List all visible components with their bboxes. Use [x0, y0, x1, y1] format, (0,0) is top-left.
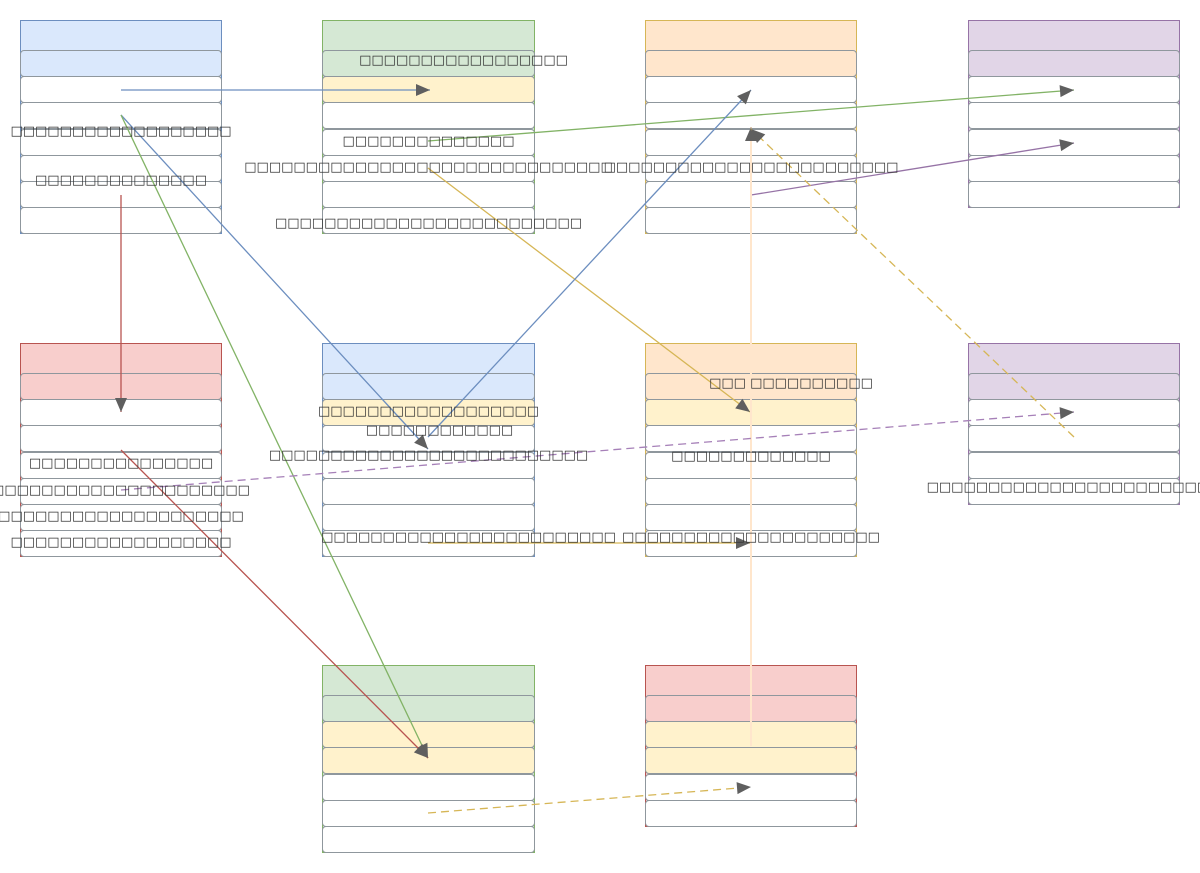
- table-row[interactable]: [968, 373, 1180, 400]
- table-row[interactable]: □□□□□□□□□□□□□□: [322, 128, 535, 156]
- table-row[interactable]: [968, 181, 1180, 208]
- edge-line[interactable]: [120, 449, 429, 759]
- row-label: □□□□□□□□□□□□□: [671, 448, 831, 464]
- table-row[interactable]: □□□□□□□□□□□□□□□□□□: [318, 399, 539, 427]
- table-row[interactable]: □□□□□□□□□□□□: [322, 423, 535, 453]
- table-row[interactable]: [322, 721, 535, 749]
- table-header[interactable]: [323, 666, 534, 696]
- table-t6[interactable]: □□□□□□□□□□□□□□□□□□□□□□□□□□□□□□□□□□□□□□□□…: [269, 343, 616, 558]
- row-label: □□□□□□□□□□□□□□□: [28, 455, 214, 471]
- table-header[interactable]: [969, 344, 1179, 374]
- edge-line[interactable]: [427, 786, 752, 814]
- table-row[interactable]: [322, 695, 535, 722]
- row-label: □□□□□□□□□□□□□□□□□□: [10, 124, 232, 140]
- row-label: □□□□□□□□□□□□□□□□□□□□□□□□: [321, 530, 616, 546]
- table-row[interactable]: □□□□□□□□□□□□□□□□□□□□□□□□□□: [269, 448, 588, 479]
- table-row[interactable]: □□□□□□□□□□□□□□: [20, 154, 222, 188]
- table-row[interactable]: [322, 747, 535, 775]
- table-row[interactable]: [322, 826, 535, 853]
- edge-line[interactable]: [120, 411, 1075, 491]
- table-row[interactable]: □□□□□□□□□□□□□□□□□□: [10, 530, 232, 558]
- table-row[interactable]: [322, 504, 535, 531]
- table-t5[interactable]: □□□□□□□□□□□□□□□□□□□□□□□□□□□□□□□□□□□□□□□□…: [0, 343, 250, 558]
- table-row[interactable]: □□□□□□□□□□□□□□□□□□□□□□□□□: [275, 207, 582, 235]
- table-row[interactable]: [645, 76, 857, 104]
- row-label: □□□□□□□□□□□□□□□□□□□□□: [0, 482, 250, 498]
- table-row[interactable]: [968, 425, 1180, 453]
- row-label: □□□□□□□□□□□□□□□□□□□□□□□□□□□□□□: [244, 159, 613, 175]
- edge-line[interactable]: [750, 128, 1075, 438]
- edge-line[interactable]: [427, 89, 1075, 142]
- table-t8[interactable]: □□□□□□□□□□□□□□□□□□□□□□□□: [927, 343, 1200, 505]
- table-row[interactable]: [322, 373, 535, 400]
- table-row[interactable]: [20, 50, 222, 77]
- table-row[interactable]: □□□□□□□□□□□□□□□□□□□□: [0, 504, 244, 531]
- edge-e12[interactable]: [120, 449, 429, 759]
- table-row[interactable]: [322, 773, 535, 801]
- row-label: □□□□□□□□□□□□□□□□□□□□□□□□□□: [268, 447, 589, 463]
- row-label: □□□ □□□□□□□□□□: [709, 376, 873, 391]
- table-t2[interactable]: □□□□□□□□□□□□□□□□□□□□□□□□□□□□□□□□□□□□□□□□…: [244, 20, 613, 235]
- table-t9[interactable]: [322, 665, 535, 854]
- table-row[interactable]: □□□□□□□□□□□□□□□□□□□□□□□□□□□□□□: [244, 154, 613, 182]
- row-label: □□□□□□□□□□□□□□□□□□□□□□□□: [926, 479, 1200, 495]
- row-label: □□□□□□□□□□□□□□□□□□: [317, 404, 540, 420]
- table-row[interactable]: [968, 399, 1180, 427]
- edge-line[interactable]: [427, 89, 752, 438]
- table-row[interactable]: □□□□□□□□□□□□□□□□□□□□□□□□: [927, 477, 1200, 505]
- row-label: □□□□□□□□□□□□□□□□□□□□: [0, 509, 244, 524]
- table-row[interactable]: □□□□□□□□□□□□□□□□□□□□□□□□: [321, 530, 616, 558]
- row-label: □□□□□□□□□□□□□□: [35, 172, 207, 188]
- row-label: □□□□□□□□□□□□: [365, 423, 514, 439]
- table-header[interactable]: [323, 21, 534, 51]
- table-row[interactable]: [968, 50, 1180, 77]
- table-row[interactable]: [645, 747, 857, 775]
- table-row[interactable]: [322, 477, 535, 505]
- table-t1[interactable]: □□□□□□□□□□□□□□□□□□□□□□□□□□□□□□□□: [10, 20, 232, 235]
- table-row[interactable]: [645, 50, 857, 77]
- table-row[interactable]: □□□□□□□□□□□□□□□□□: [322, 50, 568, 77]
- row-label: □□□□□□□□□□□□□□□□□□□□□: [622, 530, 880, 546]
- table-row[interactable]: [322, 102, 535, 130]
- edge-line[interactable]: [120, 114, 429, 450]
- table-header[interactable]: [969, 21, 1179, 51]
- edge-line[interactable]: [750, 142, 1075, 196]
- row-label: □□□□□□□□□□□□□□□□□□□□□□□□: [603, 159, 899, 175]
- table-row[interactable]: [645, 799, 857, 827]
- table-header[interactable]: [323, 344, 534, 374]
- edge-line[interactable]: [427, 167, 751, 413]
- edge-line[interactable]: [120, 114, 429, 759]
- table-row[interactable]: [322, 181, 535, 208]
- table-t4[interactable]: [968, 20, 1180, 209]
- table-header[interactable]: [21, 21, 221, 51]
- table-row[interactable]: □□□□□□□□□□□□□□□□□□□□□: [0, 477, 250, 505]
- edge-e8[interactable]: [427, 89, 752, 438]
- table-row[interactable]: [968, 451, 1180, 479]
- row-label: □□□□□□□□□□□□□□□□□□: [10, 535, 232, 551]
- table-header[interactable]: [646, 21, 856, 51]
- table-row[interactable]: [20, 425, 222, 453]
- row-label: □□□□□□□□□□□□□□: [342, 133, 515, 149]
- edge-e2[interactable]: [120, 114, 429, 450]
- table-row[interactable]: [968, 154, 1180, 182]
- table-row[interactable]: [968, 102, 1180, 130]
- table-row[interactable]: □□□□□□□□□□□□□□□□□□: [10, 102, 232, 139]
- table-row[interactable]: □□□□□□□□□□□□□□□: [20, 451, 222, 479]
- row-label: □□□□□□□□□□□□□□□□□: [359, 53, 568, 68]
- edge-e11[interactable]: [120, 407, 1075, 491]
- row-label: □□□□□□□□□□□□□□□□□□□□□□□□□: [274, 216, 583, 232]
- table-row[interactable]: [645, 773, 857, 801]
- table-row[interactable]: [968, 128, 1180, 156]
